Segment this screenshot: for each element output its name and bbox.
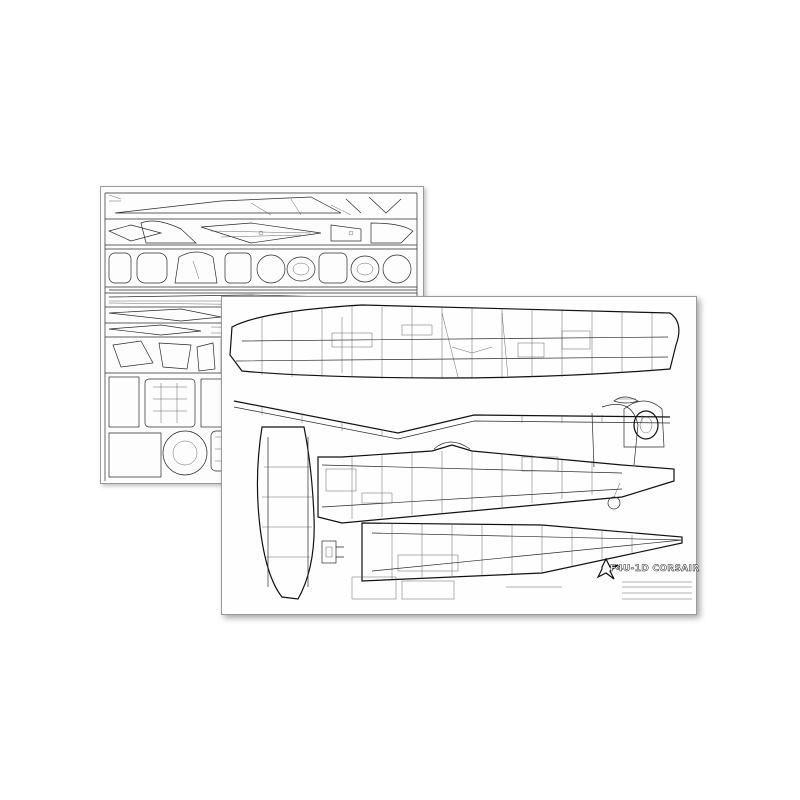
fuselage-side-view xyxy=(317,404,675,524)
wing-planform xyxy=(229,304,680,379)
plan-title: F4U-1D CORSAIR xyxy=(610,564,700,575)
tail-planform xyxy=(256,426,315,600)
fuselage-top-view xyxy=(361,522,683,582)
title-block-graphics xyxy=(596,557,692,600)
note-box xyxy=(401,580,455,600)
note-box-2 xyxy=(351,576,397,600)
plan-sheet: F4U-1D CORSAIR xyxy=(221,296,700,615)
engine-detail xyxy=(321,540,344,564)
cross-section xyxy=(623,400,665,448)
plan-drawing xyxy=(229,304,692,600)
wing-front-view xyxy=(233,396,671,440)
title-block: F4U-1D CORSAIR xyxy=(610,564,700,575)
